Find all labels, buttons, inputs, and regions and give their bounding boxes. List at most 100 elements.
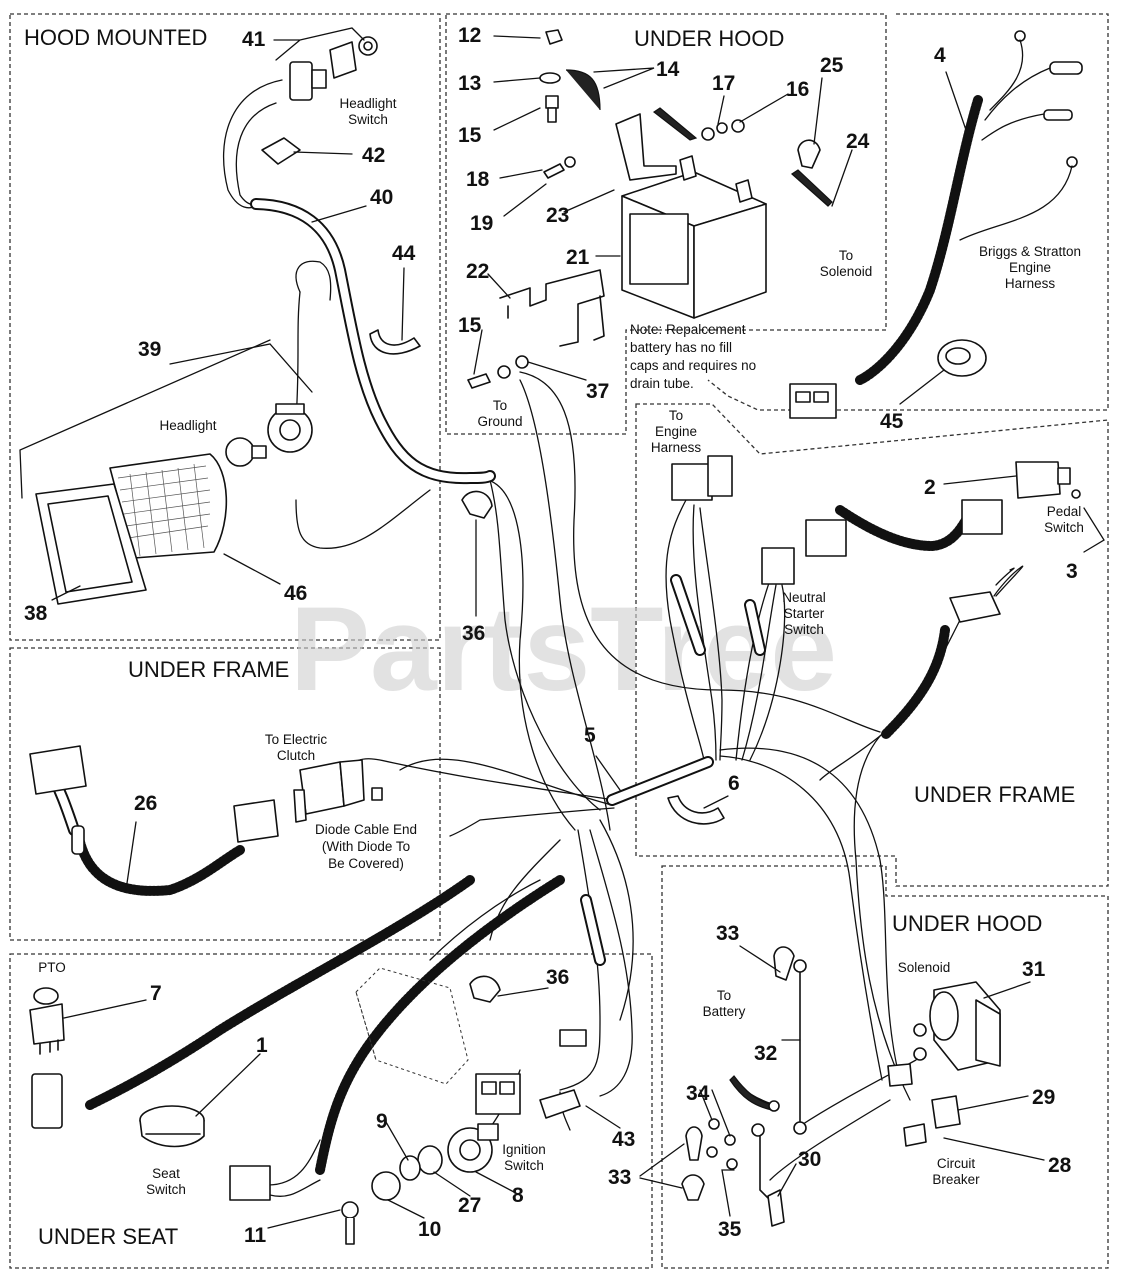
solenoid-31	[887, 981, 1001, 1087]
pto-switch-7	[29, 987, 65, 1055]
boundary-under-hood-bottom	[661, 865, 1109, 1269]
headlight-switch-41	[289, 36, 378, 101]
callout-40: 40	[370, 186, 393, 209]
boundary-under-frame-left	[9, 647, 441, 941]
callout-17: 17	[712, 72, 735, 95]
labels: Headlight Switch Headlight To Solenoid B…	[38, 96, 1084, 1197]
callout-36a: 36	[462, 622, 485, 645]
headlight-bezel-38	[35, 483, 147, 605]
label-headlight: Headlight	[159, 418, 216, 433]
label-ignition-switch-2: Switch	[504, 1158, 544, 1173]
callout-3: 3	[1066, 560, 1078, 583]
label-briggs-2: Engine	[1009, 260, 1051, 275]
label-headlight-switch-1: Headlight	[339, 96, 396, 111]
callout-22: 22	[466, 260, 489, 283]
pto-connector	[31, 1073, 63, 1129]
ignition-bracket	[355, 967, 469, 1085]
callout-41: 41	[242, 28, 266, 51]
headlight-housing-46	[109, 453, 228, 559]
label-pto: PTO	[38, 960, 66, 975]
ignition-switch-8	[447, 1123, 499, 1173]
clutch-connector-26	[29, 745, 279, 855]
callout-39: 39	[138, 338, 161, 361]
boot-33-top	[773, 946, 795, 981]
hold-down-22	[499, 269, 605, 347]
callout-42: 42	[362, 144, 385, 167]
headlight-bulb	[225, 437, 267, 467]
pto-loom	[85, 875, 475, 1110]
cable-14	[652, 107, 698, 141]
grommet-45	[937, 339, 987, 377]
cable-24	[791, 169, 833, 207]
label-ignition-switch-1: Ignition	[502, 1142, 546, 1157]
callout-34: 34	[686, 1082, 710, 1105]
boot-25	[797, 139, 821, 169]
callout-43: 43	[612, 1128, 635, 1151]
label-to-battery-1: To	[717, 988, 731, 1003]
label-circuit-breaker-2: Breaker	[932, 1172, 980, 1187]
label-to-battery-2: Battery	[703, 1004, 746, 1019]
label-to-engine-harness-1: To	[669, 408, 683, 423]
clip-36-top	[461, 490, 493, 519]
callout-16: 16	[786, 78, 809, 101]
seat-loom	[315, 875, 565, 1175]
callout-10: 10	[418, 1218, 441, 1241]
callout-25: 25	[820, 54, 844, 77]
callout-33a: 33	[716, 922, 739, 945]
engine-connector	[789, 383, 837, 419]
boot-33-b	[681, 1174, 705, 1201]
label-diode-cable-1: Diode Cable End	[315, 822, 417, 837]
hardware-12-19	[539, 29, 601, 179]
callout-5: 5	[584, 724, 596, 747]
label-to-electric-clutch-2: Clutch	[277, 748, 315, 763]
section-title-under-hood-bottom: UNDER HOOD	[892, 911, 1042, 936]
clamp-44	[369, 329, 421, 355]
callout-35: 35	[718, 1218, 742, 1241]
callout-31: 31	[1022, 958, 1046, 981]
callout-33b: 33	[608, 1166, 631, 1189]
callout-24: 24	[846, 130, 870, 153]
connector-43	[475, 1029, 587, 1119]
label-diode-cable-3: Be Covered)	[328, 856, 404, 871]
label-pedal-switch-2: Switch	[1044, 520, 1084, 535]
callout-21: 21	[566, 246, 590, 269]
callout-38: 38	[24, 602, 48, 625]
label-to-ground-1: To	[493, 398, 507, 413]
circuit-breaker-28	[903, 1095, 961, 1147]
clip-42	[261, 137, 301, 165]
section-title-under-hood-top: UNDER HOOD	[634, 26, 784, 51]
callout-9: 9	[376, 1110, 388, 1133]
battery-lead	[729, 1075, 773, 1111]
clip-36-lower	[469, 975, 501, 1003]
bracket-23	[615, 113, 677, 181]
callout-15a: 15	[458, 124, 482, 147]
label-to-solenoid-2: Solenoid	[820, 264, 873, 279]
label-briggs-1: Briggs & Stratton	[979, 244, 1081, 259]
headlight-socket-39	[267, 403, 313, 453]
section-title-under-frame-left: UNDER FRAME	[128, 657, 289, 682]
nut-10	[371, 1171, 401, 1201]
label-circuit-breaker-1: Circuit	[937, 1156, 976, 1171]
label-neutral-starter-3: Switch	[784, 622, 824, 637]
parts	[29, 29, 1083, 1245]
label-headlight-switch-2: Switch	[348, 112, 388, 127]
section-title-hood-mounted: HOOD MOUNTED	[24, 25, 207, 50]
battery-21	[621, 155, 767, 319]
boundary-under-frame-right	[635, 403, 1109, 887]
electric-clutch	[293, 759, 383, 823]
callout-32: 32	[754, 1042, 777, 1065]
callouts: 41 12 13 14 15 17 16 25 24 4 42 40 18 19…	[24, 24, 1078, 1247]
engine-harness-loom	[855, 95, 983, 385]
leader-lines	[19, 27, 1105, 1229]
connector-pair	[805, 519, 847, 557]
callout-14: 14	[656, 58, 680, 81]
callout-29: 29	[1032, 1086, 1055, 1109]
callout-6: 6	[728, 772, 740, 795]
label-battery-note-4: drain tube.	[630, 376, 694, 391]
clutch-loom-26	[75, 837, 245, 896]
label-diode-cable-2: (With Diode To	[322, 839, 410, 854]
callout-11: 11	[244, 1224, 267, 1247]
label-to-electric-clutch-1: To Electric	[265, 732, 328, 747]
label-to-engine-harness-2: Engine	[655, 424, 697, 439]
callout-26: 26	[134, 792, 157, 815]
